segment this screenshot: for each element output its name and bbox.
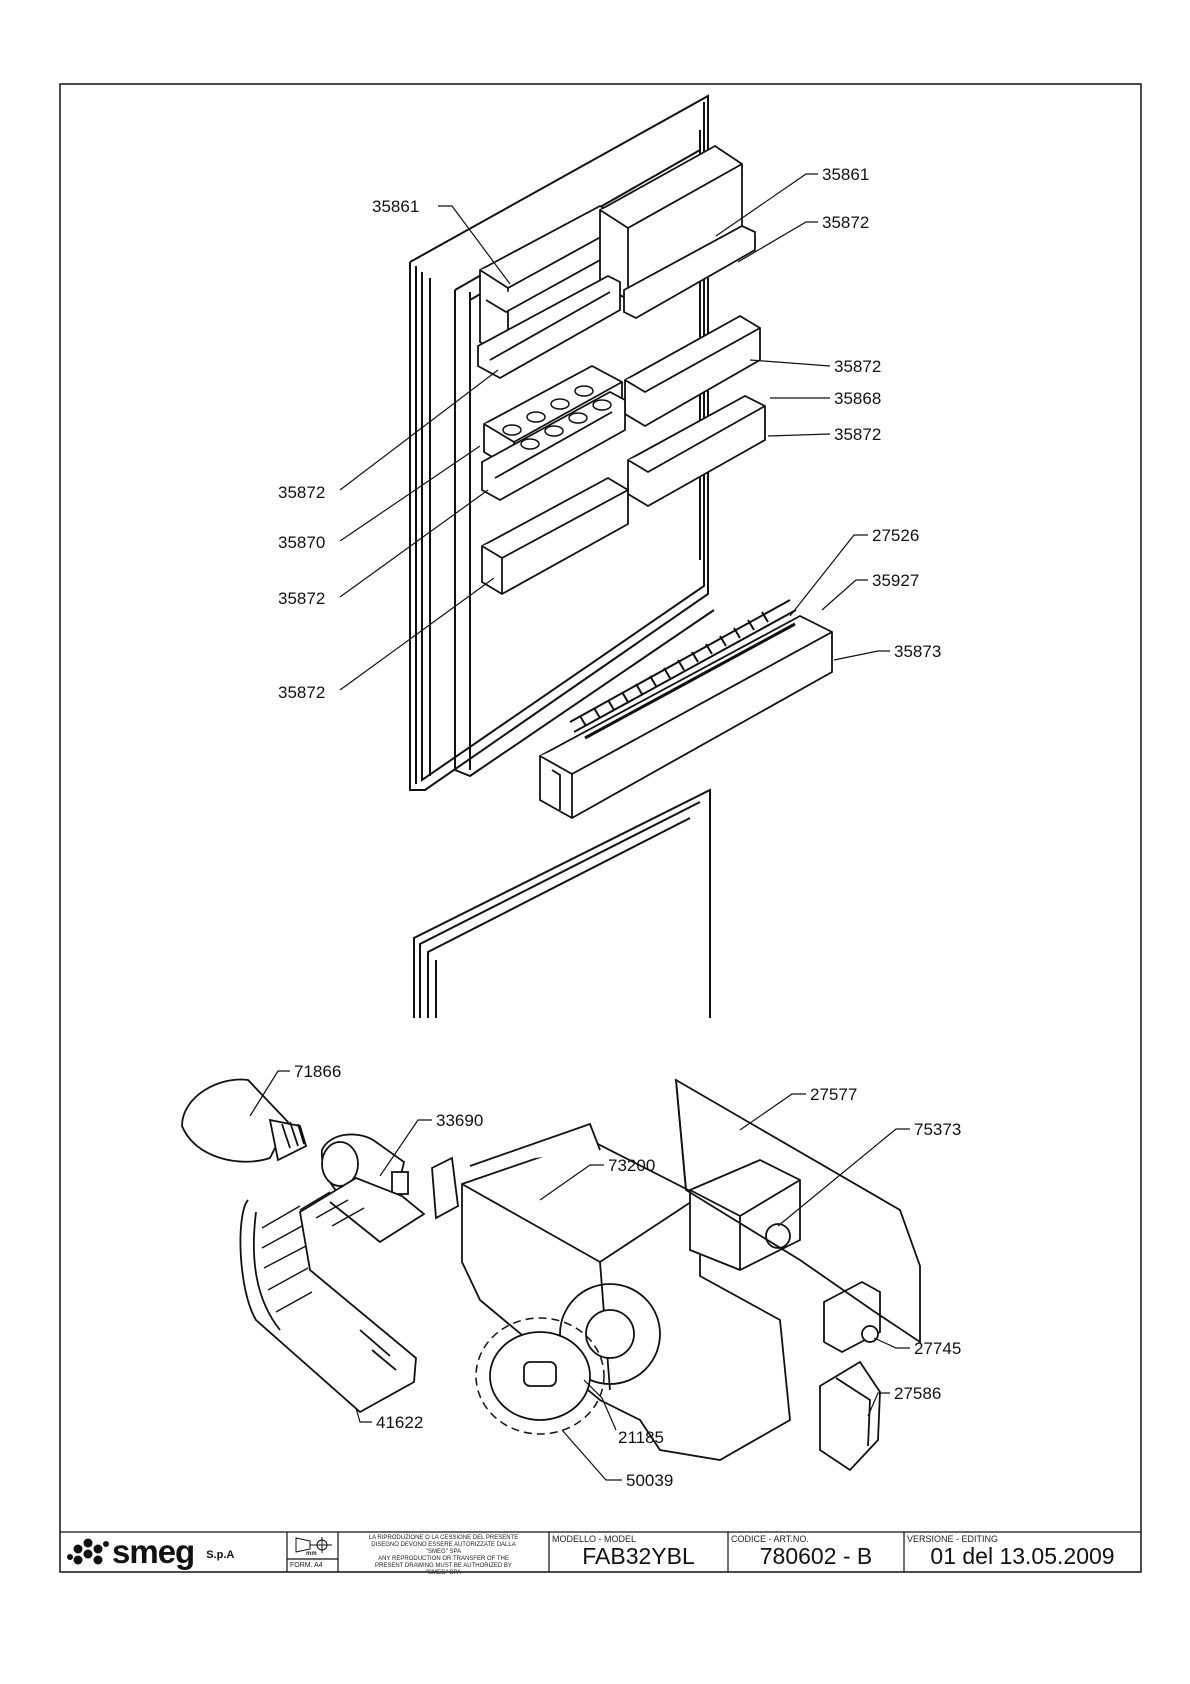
- callout-35873: 35873: [894, 642, 941, 661]
- callout-35861-right: 35861: [822, 165, 869, 184]
- title-block-grid: [60, 1531, 1141, 1572]
- legal-notice: LA RIPRODUZIONE O LA CESSIONE DEL PRESEN…: [339, 1535, 548, 1577]
- legal-it-1: LA RIPRODUZIONE O LA CESSIONE DEL PRESEN…: [368, 1535, 519, 1541]
- callout-73200: 73200: [608, 1156, 655, 1175]
- unit-label: mm: [306, 1551, 317, 1557]
- code-value: 780602 - B: [759, 1543, 873, 1569]
- callout-27526: 27526: [872, 526, 919, 545]
- brand-suffix: S.p.A: [206, 1549, 235, 1561]
- model-label: MODELLO - MODEL: [552, 1534, 637, 1544]
- brand-name: smeg: [112, 1533, 195, 1570]
- door-shelves: [477, 144, 833, 820]
- version-value: 01 del 13.05.2009: [930, 1543, 1115, 1569]
- version-label: VERSIONE - EDITING: [907, 1534, 999, 1544]
- leader-lines: [249, 173, 910, 1481]
- callout-50039: 50039: [626, 1471, 673, 1490]
- callout-41622: 41622: [376, 1413, 423, 1432]
- callout-35872-upper-left: 35872: [278, 483, 325, 502]
- callout-27577: 27577: [810, 1085, 857, 1104]
- legal-it-3: "SMEG" SPA: [425, 1549, 462, 1555]
- model-value: FAB32YBL: [582, 1543, 695, 1569]
- legal-en-1: ANY REPRODUCTION OR TRANSFER OF THE: [378, 1556, 509, 1562]
- brand-logo: smeg S.p.A: [112, 1532, 234, 1572]
- callout-35868: 35868: [834, 389, 881, 408]
- callout-27586: 27586: [894, 1384, 941, 1403]
- callout-75373: 75373: [914, 1120, 961, 1139]
- callout-35872-upper-right: 35872: [822, 213, 869, 232]
- callout-27745: 27745: [914, 1339, 961, 1358]
- callout-35861-left: 35861: [372, 197, 419, 216]
- projection-symbol-icon: [295, 1537, 332, 1553]
- drawing-frame: [59, 83, 1142, 1573]
- callout-71866: 71866: [294, 1062, 341, 1081]
- legal-en-2: PRESENT DRAWING MUST BE AUTHORIZED BY: [375, 1563, 512, 1569]
- callout-35870: 35870: [278, 533, 325, 552]
- bottle-guard-grille: [569, 599, 797, 740]
- callout-35872-lower-right: 35872: [834, 425, 881, 444]
- thermostat-assembly: [181, 1078, 921, 1472]
- knob-detail-ring: [475, 1317, 605, 1435]
- callout-35927: 35927: [872, 571, 919, 590]
- egg-cups: [502, 385, 612, 450]
- code-label: CODICE - ART.NO.: [731, 1534, 809, 1544]
- legal-it-2: DISEGNO DEVONO ESSERE AUTORIZZATE DALLA: [371, 1542, 516, 1548]
- callout-33690: 33690: [436, 1111, 483, 1130]
- callout-35872-middle-left: 35872: [278, 589, 325, 608]
- callout-35872-lower-left: 35872: [278, 683, 325, 702]
- smeg-logo-icon: [67, 1538, 109, 1565]
- form-label: FORM. A4: [290, 1562, 323, 1569]
- callout-21185: 21185: [618, 1428, 664, 1447]
- legal-en-3: "SMEG" SPA: [425, 1570, 462, 1576]
- callout-35872-middle-right: 35872: [834, 357, 881, 376]
